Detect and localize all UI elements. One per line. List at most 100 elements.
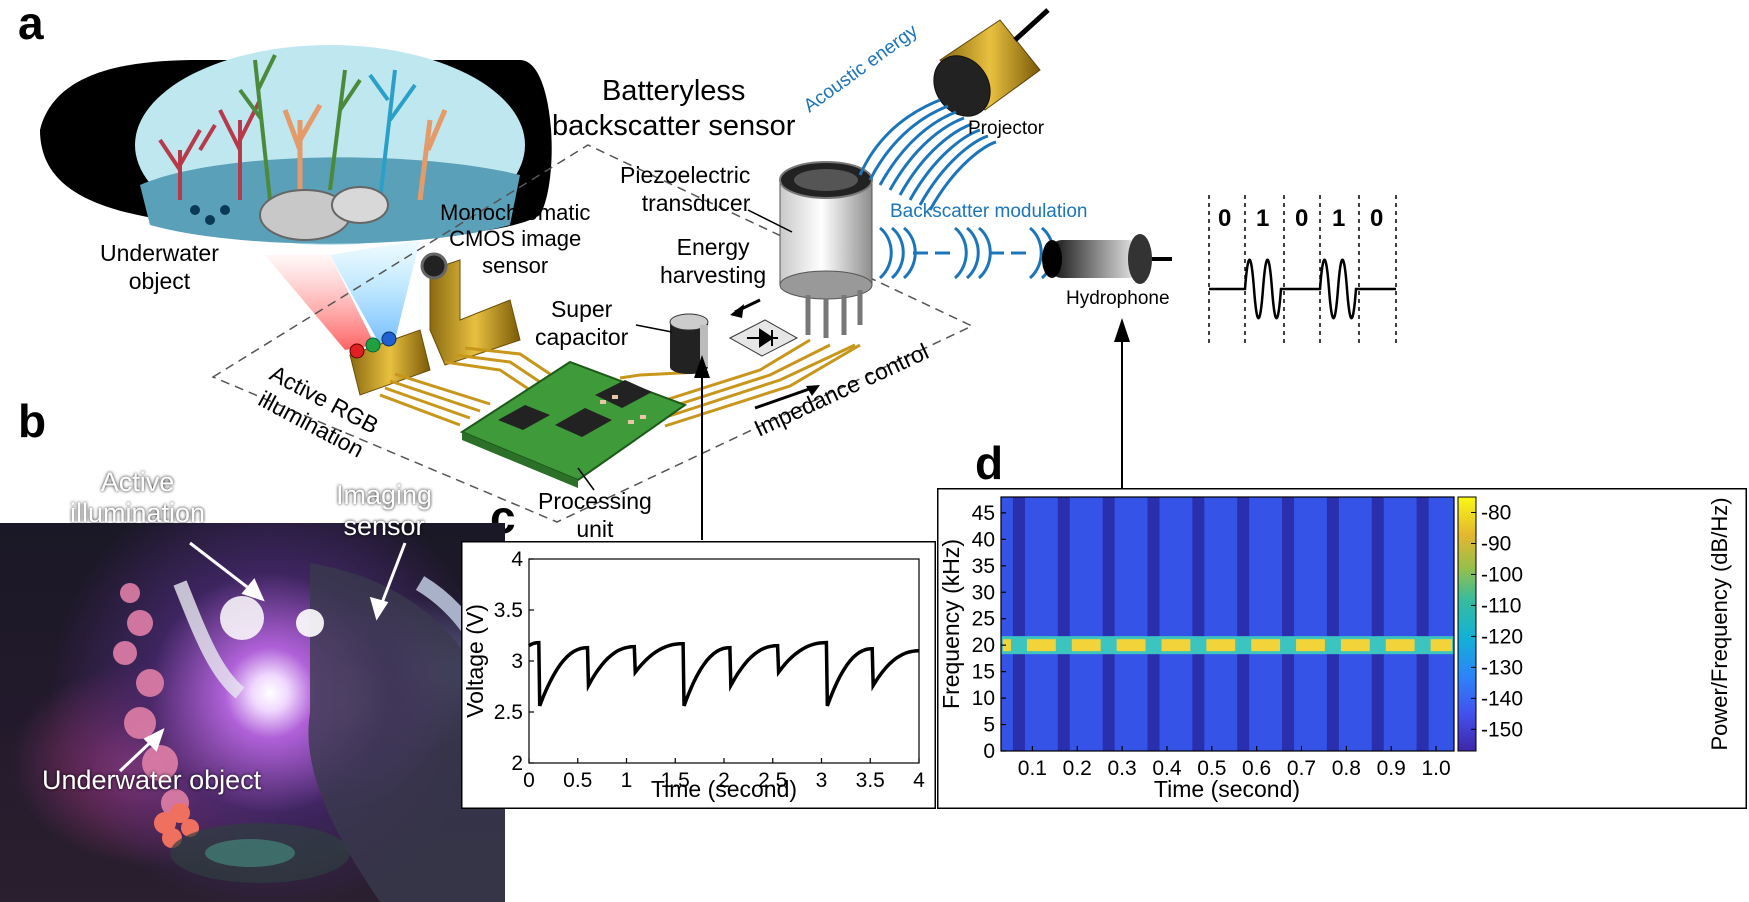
x-tick-label: 0 — [523, 769, 535, 792]
x-tick-label: 0.4 — [1152, 757, 1182, 780]
piezo-transducer — [779, 161, 873, 338]
y-tick-label: 3.5 — [494, 599, 523, 622]
colorbar-tick-label: -120 — [1481, 625, 1523, 648]
bit-label: 1 — [1332, 205, 1346, 232]
carrier-band — [1206, 639, 1236, 652]
spectrogram-stripe — [1012, 497, 1025, 751]
y-tick-label: 2 — [511, 752, 523, 775]
y-tick-label: 4 — [511, 548, 523, 571]
cmos-sensor-board — [420, 252, 521, 366]
colorbar — [1457, 496, 1477, 752]
backscatter-modulation-label: Backscatter modulation — [890, 201, 1088, 222]
bit-label: 0 — [1370, 205, 1384, 232]
spectrogram-stripe — [1326, 497, 1339, 751]
photo-arrows — [118, 541, 407, 773]
impedance-arrow — [754, 385, 816, 410]
rgb-led-board — [349, 329, 431, 396]
y-tick-label: 45 — [972, 502, 995, 525]
sensor-boundary — [211, 144, 974, 523]
x-tick-label: 0.6 — [1242, 757, 1271, 780]
colorbar-tick-label: -90 — [1481, 532, 1511, 555]
spectrogram-stripe — [1147, 497, 1160, 751]
piezo-label: Piezoelectric transducer — [620, 162, 751, 216]
processing-unit-label: Processing unit — [538, 488, 652, 542]
spectrogram-stripe — [1102, 497, 1115, 751]
colorbar-tick-label: -150 — [1481, 718, 1523, 741]
imaging-sensor-label: Imaging sensor — [336, 480, 433, 542]
projector-label: Projector — [968, 118, 1045, 139]
carrier-band — [1003, 639, 1011, 652]
hydrophone-label: Hydrophone — [1066, 288, 1170, 309]
x-tick-label: 2.5 — [758, 769, 787, 792]
x-tick-label: 0.8 — [1332, 757, 1361, 780]
x-tick-label: 0.5 — [1197, 757, 1226, 780]
colorbar-label: Power/Frequency (dB/Hz) — [1707, 497, 1732, 750]
carrier-band — [1430, 639, 1452, 652]
panel-letter-a: a — [18, 0, 44, 49]
bit-label: 0 — [1218, 205, 1232, 232]
x-tick-label: 0.5 — [563, 769, 592, 792]
underwater-scene — [40, 45, 552, 245]
bit-label: 0 — [1295, 205, 1309, 232]
x-tick-label: 1.0 — [1421, 757, 1450, 780]
x-tick-label: 0.7 — [1287, 757, 1316, 780]
acoustic-waves — [858, 98, 997, 211]
panel-letter-b: b — [18, 395, 47, 447]
chart-c-xlabel: Time (second) — [651, 776, 797, 802]
x-tick-label: 3 — [816, 769, 828, 792]
x-tick-label: 1.5 — [661, 769, 690, 792]
x-tick-label: 1 — [621, 769, 633, 792]
spectrogram-stripe — [1057, 497, 1070, 751]
chart-d-axes — [1000, 496, 1455, 752]
y-tick-label: 40 — [972, 528, 995, 551]
y-tick-label: 0 — [983, 740, 995, 763]
spectrogram-stripe — [1192, 497, 1205, 751]
y-tick-label: 35 — [972, 555, 995, 578]
y-tick-label: 30 — [972, 581, 995, 604]
x-tick-label: 3.5 — [856, 769, 885, 792]
carrier-band — [1071, 639, 1101, 652]
colorbar-tick-label: -130 — [1481, 656, 1523, 679]
panel-letter-d: d — [975, 437, 1004, 489]
sensor-title: Batteryless backscatter sensor — [552, 75, 796, 142]
underwater-object-label: Underwater object — [100, 240, 219, 294]
photo-underwater-object-label: Underwater object — [42, 765, 262, 795]
x-tick-label: 0.1 — [1018, 757, 1047, 780]
x-tick-label: 0.2 — [1063, 757, 1092, 780]
y-tick-label: 15 — [972, 661, 995, 684]
carrier-band — [1340, 639, 1370, 652]
carrier-band — [1116, 639, 1146, 652]
hydrophone-device — [1042, 234, 1172, 284]
x-tick-label: 4 — [913, 769, 925, 792]
projector-device — [933, 8, 1050, 117]
y-tick-label: 20 — [972, 634, 995, 657]
carrier-band — [1026, 639, 1056, 652]
spectrogram-stripe — [1371, 497, 1384, 751]
carrier-band — [1251, 639, 1281, 652]
spectrogram-stripe — [1237, 497, 1250, 751]
cmos-sensor-label: Monochromatic CMOS image sensor — [440, 200, 591, 278]
energy-harvesting-label: Energy harvesting — [660, 234, 767, 288]
y-tick-label: 10 — [972, 687, 995, 710]
x-tick-label: 2 — [718, 769, 730, 792]
bit-waveform — [1208, 195, 1397, 345]
voltage-chart: 0 0.5 1 1.5 2 2.5 3 3.5 4 2 2.5 3 3.5 4 Time (second)… — [461, 541, 936, 809]
y-tick-label: 3 — [511, 650, 523, 673]
y-tick-label: 2.5 — [494, 701, 523, 724]
photo-shapes — [113, 563, 505, 902]
leader-lines — [577, 209, 793, 491]
x-tick-label: 0.9 — [1377, 757, 1406, 780]
colorbar-tick-label: -80 — [1481, 501, 1511, 524]
backscatter-waves — [878, 226, 1055, 280]
chart-d-xlabel: Time (second) — [1154, 776, 1300, 802]
carrier-band — [1296, 639, 1325, 652]
carrier-band — [1385, 639, 1415, 652]
red-light-beam — [265, 255, 375, 350]
y-tick-label: 25 — [972, 608, 995, 631]
blue-light-beam — [330, 240, 420, 345]
spectrogram-stripe — [1282, 497, 1295, 751]
super-capacitor-label: Super capacitor — [535, 296, 629, 350]
active-illumination-label: Active illumination — [70, 467, 206, 529]
